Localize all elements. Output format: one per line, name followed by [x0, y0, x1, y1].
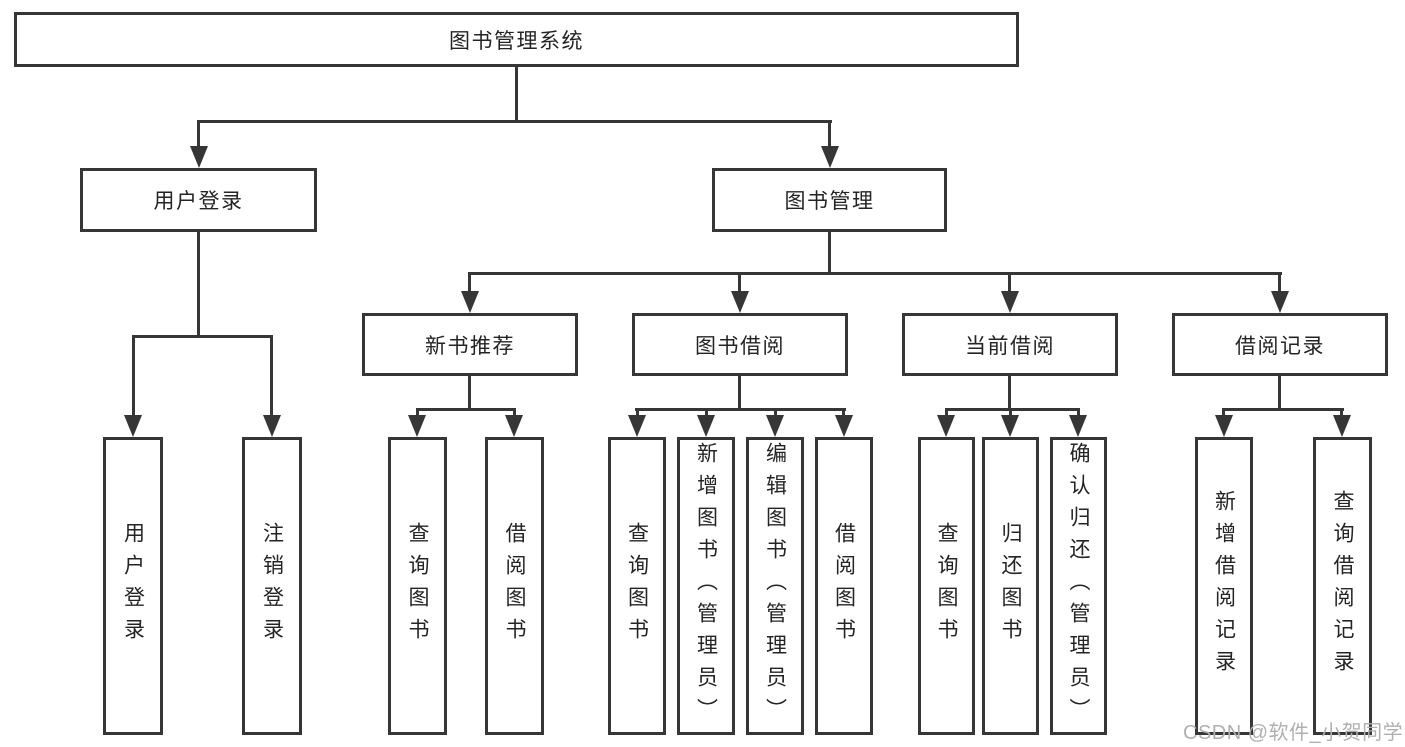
connector-current-borrow-stem — [1008, 376, 1011, 409]
node-book-management: 图书管理 — [712, 168, 947, 232]
node-label: 编辑图书（管理员） — [763, 442, 787, 730]
connector-drop — [416, 408, 419, 418]
connector-user-login-stem — [197, 232, 200, 335]
arrow-down-icon — [1333, 415, 1351, 437]
node-label: 借阅记录 — [1235, 334, 1325, 358]
node-leaf-confirm-return-admin: 确认归还（管理员） — [1050, 437, 1107, 735]
arrow-down-icon — [263, 415, 281, 437]
connector-borrow-records-bar — [1222, 408, 1344, 411]
node-leaf-query-books-recommend: 查询图书 — [388, 437, 447, 735]
connector-current-borrow-bar — [945, 408, 1080, 411]
connector-drop — [1222, 408, 1225, 418]
connector-drop — [636, 408, 639, 418]
connector-level1-bar — [197, 120, 832, 123]
node-new-book-recommendation: 新书推荐 — [362, 313, 578, 376]
node-leaf-logout: 注销登录 — [242, 437, 302, 735]
node-label: 查询图书 — [935, 522, 958, 650]
connector-book-borrow-bar — [635, 408, 846, 411]
node-leaf-return-books: 归还图书 — [982, 437, 1039, 735]
connector-drop-current-borrow — [1008, 272, 1011, 296]
node-book-borrowing: 图书借阅 — [632, 313, 848, 376]
node-leaf-add-books-admin: 新增图书（管理员） — [677, 437, 735, 735]
node-borrowing-records: 借阅记录 — [1172, 313, 1388, 376]
arrow-down-icon — [408, 415, 426, 437]
arrow-down-icon — [1001, 415, 1019, 437]
watermark: CSDN @软件_小贺同学 — [1183, 722, 1404, 744]
node-label: 用户登录 — [121, 522, 145, 650]
arrow-down-icon — [461, 291, 479, 313]
connector-drop — [1340, 408, 1343, 418]
node-label: 归还图书 — [999, 522, 1022, 650]
arrow-down-icon — [505, 415, 523, 437]
connector-root-stem — [515, 67, 518, 120]
node-label: 查询图书 — [406, 522, 429, 650]
node-leaf-user-login: 用户登录 — [103, 437, 163, 735]
connector-drop-book-management — [828, 120, 831, 150]
node-label: 借阅图书 — [832, 522, 856, 650]
arrow-down-icon — [766, 415, 784, 437]
arrow-down-icon — [1069, 415, 1087, 437]
connector-drop — [1009, 408, 1012, 418]
arrow-down-icon — [835, 415, 853, 437]
node-label: 图书借阅 — [695, 334, 785, 358]
node-label: 注销登录 — [260, 522, 284, 650]
arrow-down-icon — [731, 291, 749, 313]
arrow-down-icon — [190, 146, 208, 168]
node-label: 当前借阅 — [965, 334, 1055, 358]
connector-drop — [705, 408, 708, 418]
connector-drop-borrow-records — [1278, 272, 1281, 296]
connector-book-borrow-stem — [738, 376, 741, 409]
connector-drop-user-login — [197, 120, 200, 150]
connector-drop — [1077, 408, 1080, 418]
arrow-down-icon — [1001, 291, 1019, 313]
node-leaf-edit-books-admin: 编辑图书（管理员） — [746, 437, 804, 735]
node-leaf-query-books-current: 查询图书 — [918, 437, 975, 735]
node-label: 新增借阅记录 — [1212, 490, 1236, 682]
arrow-down-icon — [1271, 291, 1289, 313]
node-label: 新书推荐 — [425, 334, 515, 358]
node-label: 用户登录 — [153, 190, 244, 213]
connector-new-book-stem — [468, 376, 471, 409]
node-user-login: 用户登录 — [80, 168, 317, 232]
connector-drop — [945, 408, 948, 418]
node-label: 借阅图书 — [503, 522, 526, 650]
connector-book-management-stem — [828, 232, 831, 272]
node-label: 查询借阅记录 — [1331, 490, 1354, 682]
node-label: 确认归还（管理员） — [1067, 442, 1090, 730]
node-leaf-borrow-books: 借阅图书 — [815, 437, 873, 735]
connector-drop — [513, 408, 516, 418]
connector-drop — [774, 408, 777, 418]
node-current-borrowing: 当前借阅 — [902, 313, 1118, 376]
connector-user-login-bar — [132, 335, 273, 338]
node-label: 图书管理 — [784, 190, 875, 213]
node-label: 图书管理系统 — [449, 29, 584, 53]
arrow-down-icon — [937, 415, 955, 437]
node-leaf-query-borrow-record: 查询借阅记录 — [1313, 437, 1372, 735]
node-leaf-borrow-books-recommend: 借阅图书 — [485, 437, 544, 735]
connector-level2-bar — [468, 272, 1282, 275]
arrow-down-icon — [628, 415, 646, 437]
node-leaf-add-borrow-record: 新增借阅记录 — [1195, 437, 1253, 735]
connector-drop-new-book — [468, 272, 471, 296]
arrow-down-icon — [124, 415, 142, 437]
connector-drop-leaf-logout — [270, 335, 273, 417]
node-label: 查询图书 — [625, 522, 649, 650]
node-leaf-query-books-borrow: 查询图书 — [608, 437, 666, 735]
connector-borrow-records-stem — [1278, 376, 1281, 409]
connector-new-book-bar — [416, 408, 516, 411]
arrow-down-icon — [1215, 415, 1233, 437]
arrow-down-icon — [821, 146, 839, 168]
node-label: 新增图书（管理员） — [694, 442, 718, 730]
arrow-down-icon — [697, 415, 715, 437]
connector-drop — [842, 408, 845, 418]
node-library-management-system: 图书管理系统 — [14, 12, 1019, 67]
connector-drop-leaf-user-login — [132, 335, 135, 417]
connector-drop-book-borrow — [738, 272, 741, 296]
